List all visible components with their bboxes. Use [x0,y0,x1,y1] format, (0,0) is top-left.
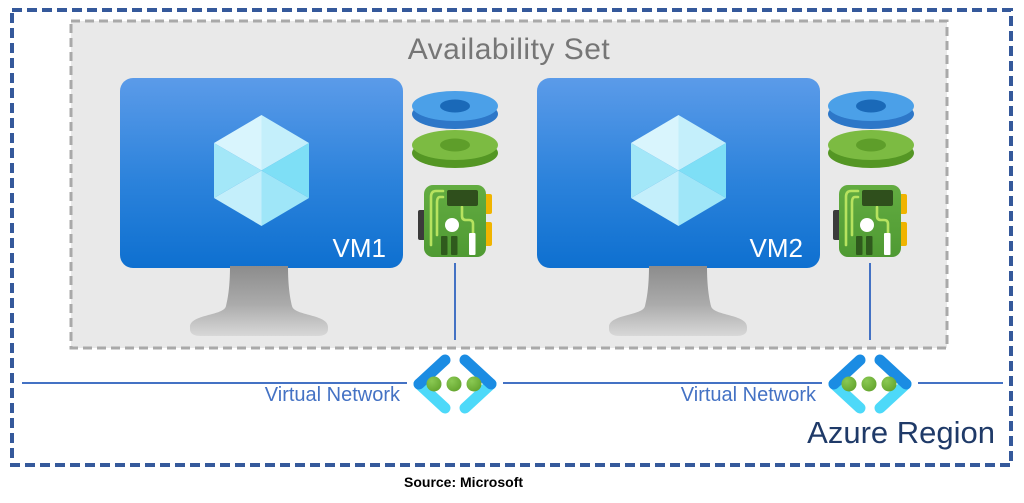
azure-region-label: Azure Region [807,415,995,450]
data-disk-icon [412,130,498,168]
vm2-network-connector-line [869,263,871,340]
vm-cube-icon [631,115,726,226]
vm1-label: VM1 [332,233,386,263]
virtual-network-icon [822,353,918,415]
virtual-network-line [22,382,1003,384]
vm2-label: VM2 [749,233,803,263]
vm1-monitor-stand [190,266,328,336]
network-card-icon [833,185,907,257]
vm1-monitor-screen: VM1 [120,78,403,268]
virtual-network-label: Virtual Network [680,384,816,406]
data-disk-icon [828,130,914,168]
vm-cube-icon [214,115,309,226]
virtual-network-icon [407,353,503,415]
os-disk-icon [412,91,498,129]
vm2-monitor-screen: VM2 [537,78,820,268]
source-caption: Source: Microsoft [404,474,524,490]
network-card-icon [418,185,492,257]
vm2-disk-stack [828,91,914,168]
azure-region-boundary [10,8,1013,467]
virtual-network-label: Virtual Network [264,384,400,406]
os-disk-icon [828,91,914,129]
availability-set-title: Availability Set [407,33,611,66]
vm2-monitor-stand [609,266,747,336]
vm1-network-connector-line [454,263,456,340]
vm1-disk-stack [412,91,498,168]
